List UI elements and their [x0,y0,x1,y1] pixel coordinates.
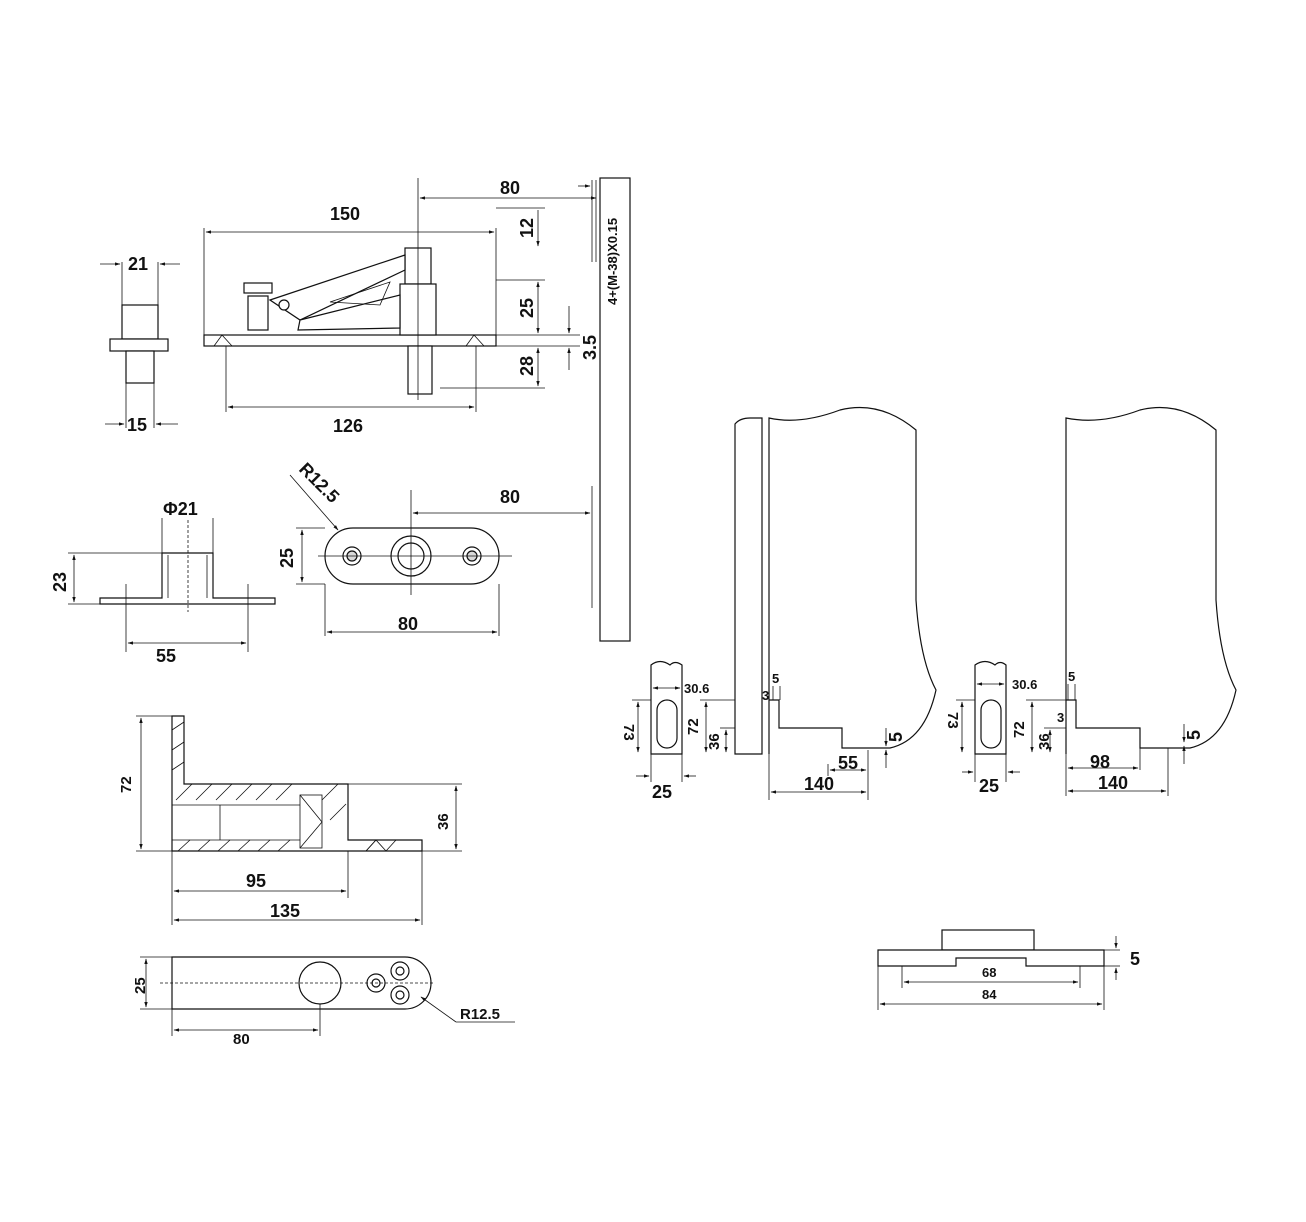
pivot-top-width-label: 21 [128,254,148,274]
door1-36-label: 36 [706,733,723,750]
bracket-135-label: 135 [270,901,300,921]
pivot-bottom-width-label: 15 [127,415,147,435]
door2-25-label: 25 [979,776,999,796]
pivot-pin-view: 21 15 [100,254,180,435]
bracket-thick-label: 36 [435,813,452,830]
door2-5a-label: 5 [1068,669,1075,684]
cup-base-label: 55 [156,646,176,666]
cup-height-label: 23 [50,572,70,592]
door1-25-label: 25 [652,782,672,802]
arm-length-label: 150 [330,204,360,224]
strip-84-label: 84 [982,987,997,1002]
plate-offset-label: 80 [500,487,520,507]
v25-label: 25 [517,298,537,318]
plate-height-label: 25 [277,548,297,568]
top-plate-view: 80 R12.5 25 80 [277,459,591,636]
door2-5b-label: 5 [1184,730,1204,740]
strip-68-label: 68 [982,965,996,980]
door-install-2: 30.6 73 72 36 25 5 3 5 98 140 [944,406,1237,796]
v3-5-label: 3.5 [580,335,600,360]
door1-140-label: 140 [804,774,834,794]
cup-view: Φ21 23 55 [50,499,276,666]
door1-30-6-label: 30.6 [684,681,709,696]
door2-73-label: 73 [944,712,961,729]
door-install-1: 30.6 73 72 36 25 5 3 5 55 140 [620,406,937,802]
door2-98-label: 98 [1090,752,1110,772]
door2-140-label: 140 [1098,773,1128,793]
v12-label: 12 [517,218,537,238]
door1-73-label: 73 [620,724,637,741]
bottom-80-label: 80 [233,1031,250,1048]
plate-length-label: 80 [398,614,418,634]
door1-3-label: 3 [762,688,769,703]
strip-5-label: 5 [1130,949,1140,969]
door2-30-6-label: 30.6 [1012,677,1037,692]
bottom-plate-view: 25 80 R12.5 [132,956,515,1048]
arm-base-label: 126 [333,416,363,436]
screw-note-label: 4+(M-38)X0.15 [605,218,620,305]
radius-top-label: R12.5 [295,459,343,507]
bracket-section-view: 72 36 95 135 [118,715,462,925]
offset-top-label: 80 [500,178,520,198]
floor-strip-view: 5 68 84 [877,929,1140,1010]
door2-72-label: 72 [1011,721,1028,738]
cup-dia-label: Φ21 [163,499,198,519]
door1-5b-label: 5 [886,732,906,742]
bracket-height-label: 72 [118,776,135,793]
door1-72-label: 72 [685,718,702,735]
door1-5a-label: 5 [772,671,779,686]
bottom-height-label: 25 [132,977,149,994]
bottom-radius-label: R12.5 [460,1006,500,1023]
door2-3-label: 3 [1057,710,1064,725]
bracket-95-label: 95 [246,871,266,891]
door-edge-strip: 4+(M-38)X0.15 [578,177,631,642]
v28-label: 28 [517,356,537,376]
door2-36-label: 36 [1036,733,1053,750]
top-arm-view: 150 126 80 12 25 3.5 28 [203,178,600,436]
door1-55-label: 55 [838,753,858,773]
